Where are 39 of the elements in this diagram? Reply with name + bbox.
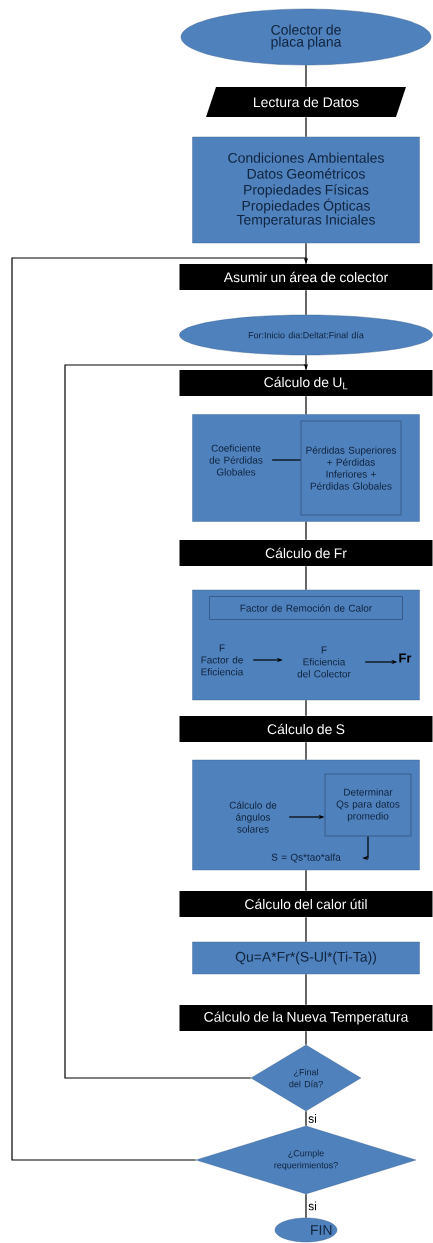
process-box: Condiciones Ambientales Datos Geométricos Propiedades Físicas Propiedades Ópticas Temperaturas Iniciales [192,136,420,244]
box-text: F Factor de Eficiencia [201,644,244,676]
box-text: Coeficiente de Pérdidas Globales [209,444,263,476]
connector-line [305,289,307,316]
connector-line [305,521,307,541]
connector-line [305,973,307,1006]
connector-line [305,1110,307,1127]
process-bar: Cálculo de Fr [179,540,433,566]
connector-line [305,242,307,265]
connector-line [305,354,307,371]
connector-line [305,916,307,943]
connector-line [305,116,307,138]
input-parallelogram: Lectura de Datos [206,87,406,117]
process-bar: Cálculo de la Nueva Temperatura [179,1005,433,1031]
box-text: Cálculo de ángulos solares [229,801,277,833]
process-bar: Cálculo de S [179,716,433,742]
box-text: F Eficiencia del Colector [297,646,351,678]
edge-label: si [307,1200,318,1212]
connector-line [305,395,307,415]
connector-line [305,565,307,591]
box-text: Fr [399,653,412,663]
connector-line [271,459,302,461]
inner-box: Determinar Qs para datos promedio [324,773,412,837]
process-bar: Asumir un área de colector [179,264,433,290]
connector-line [305,64,307,88]
inner-box: Pérdidas Superiores + Pérdidas Inferiores + Pérdidas Globales [300,420,402,516]
process-bar: Cálculo del calor útil [179,891,433,917]
inner-box: Factor de Remoción de Calor [209,596,403,620]
connector-line [305,1030,307,1046]
loop-arrow [11,257,309,1161]
process-box: Qu=A*Fr*(S-Ul*(Ti-Ta)) [192,941,420,975]
process-bar: Cálculo de U$_{L}$ [179,370,433,396]
connector-line [305,869,307,892]
loop-arrow [64,363,309,1079]
connector-line [305,699,307,717]
box-text: S = Qs*tao*alfa [271,853,341,863]
connector-line [305,741,307,761]
connector-line [305,1193,307,1219]
edge-label: si [307,1113,318,1124]
